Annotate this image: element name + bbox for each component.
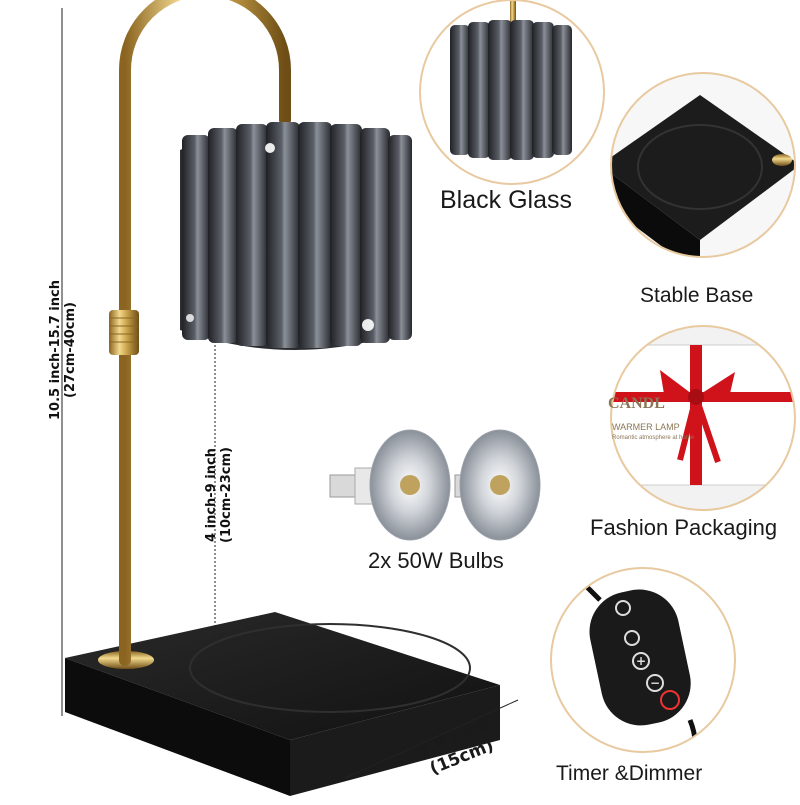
black-glass-caption: Black Glass	[440, 186, 572, 214]
lamp-shade	[180, 122, 412, 350]
total-height-cm: (27cm-40cm)	[63, 302, 78, 398]
minus-icon: −	[646, 674, 664, 692]
packaging-brand: CANDL	[608, 395, 665, 412]
power-button-icon	[660, 690, 680, 710]
dimension-lines	[61, 8, 519, 779]
lamp-base	[65, 612, 500, 796]
shade-gap-inch: 4 inch-9 inch	[204, 448, 219, 542]
packaging-line2: Romantic atmosphere at home	[612, 435, 695, 441]
shade-gap-cm: (10cm-23cm)	[219, 447, 234, 543]
bulbs-caption: 2x 50W Bulbs	[368, 548, 504, 573]
fashion-packaging-caption: Fashion Packaging	[590, 515, 778, 540]
black-glass-detail	[419, 0, 605, 185]
lamp-stand	[109, 0, 291, 666]
bulb-left	[329, 429, 451, 541]
shade-gap-label: 4 inch-9 inch (10cm-23cm)	[204, 430, 236, 560]
total-height-label: 10.5 inch-15.7 inch (27cm-40cm)	[48, 270, 80, 430]
stable-base-caption: Stable Base	[640, 284, 754, 307]
plus-icon: +	[632, 652, 650, 670]
timer-dimmer-caption: Timer &Dimmer	[556, 762, 703, 785]
packaging-line1: WARMER LAMP	[612, 422, 680, 432]
total-height-inch: 10.5 inch-15.7 inch	[48, 280, 63, 420]
timer-icon	[624, 630, 640, 646]
packaging-detail	[610, 325, 796, 511]
bulb-right	[454, 429, 541, 541]
stable-base-detail	[610, 72, 796, 258]
power-icon	[615, 600, 631, 616]
